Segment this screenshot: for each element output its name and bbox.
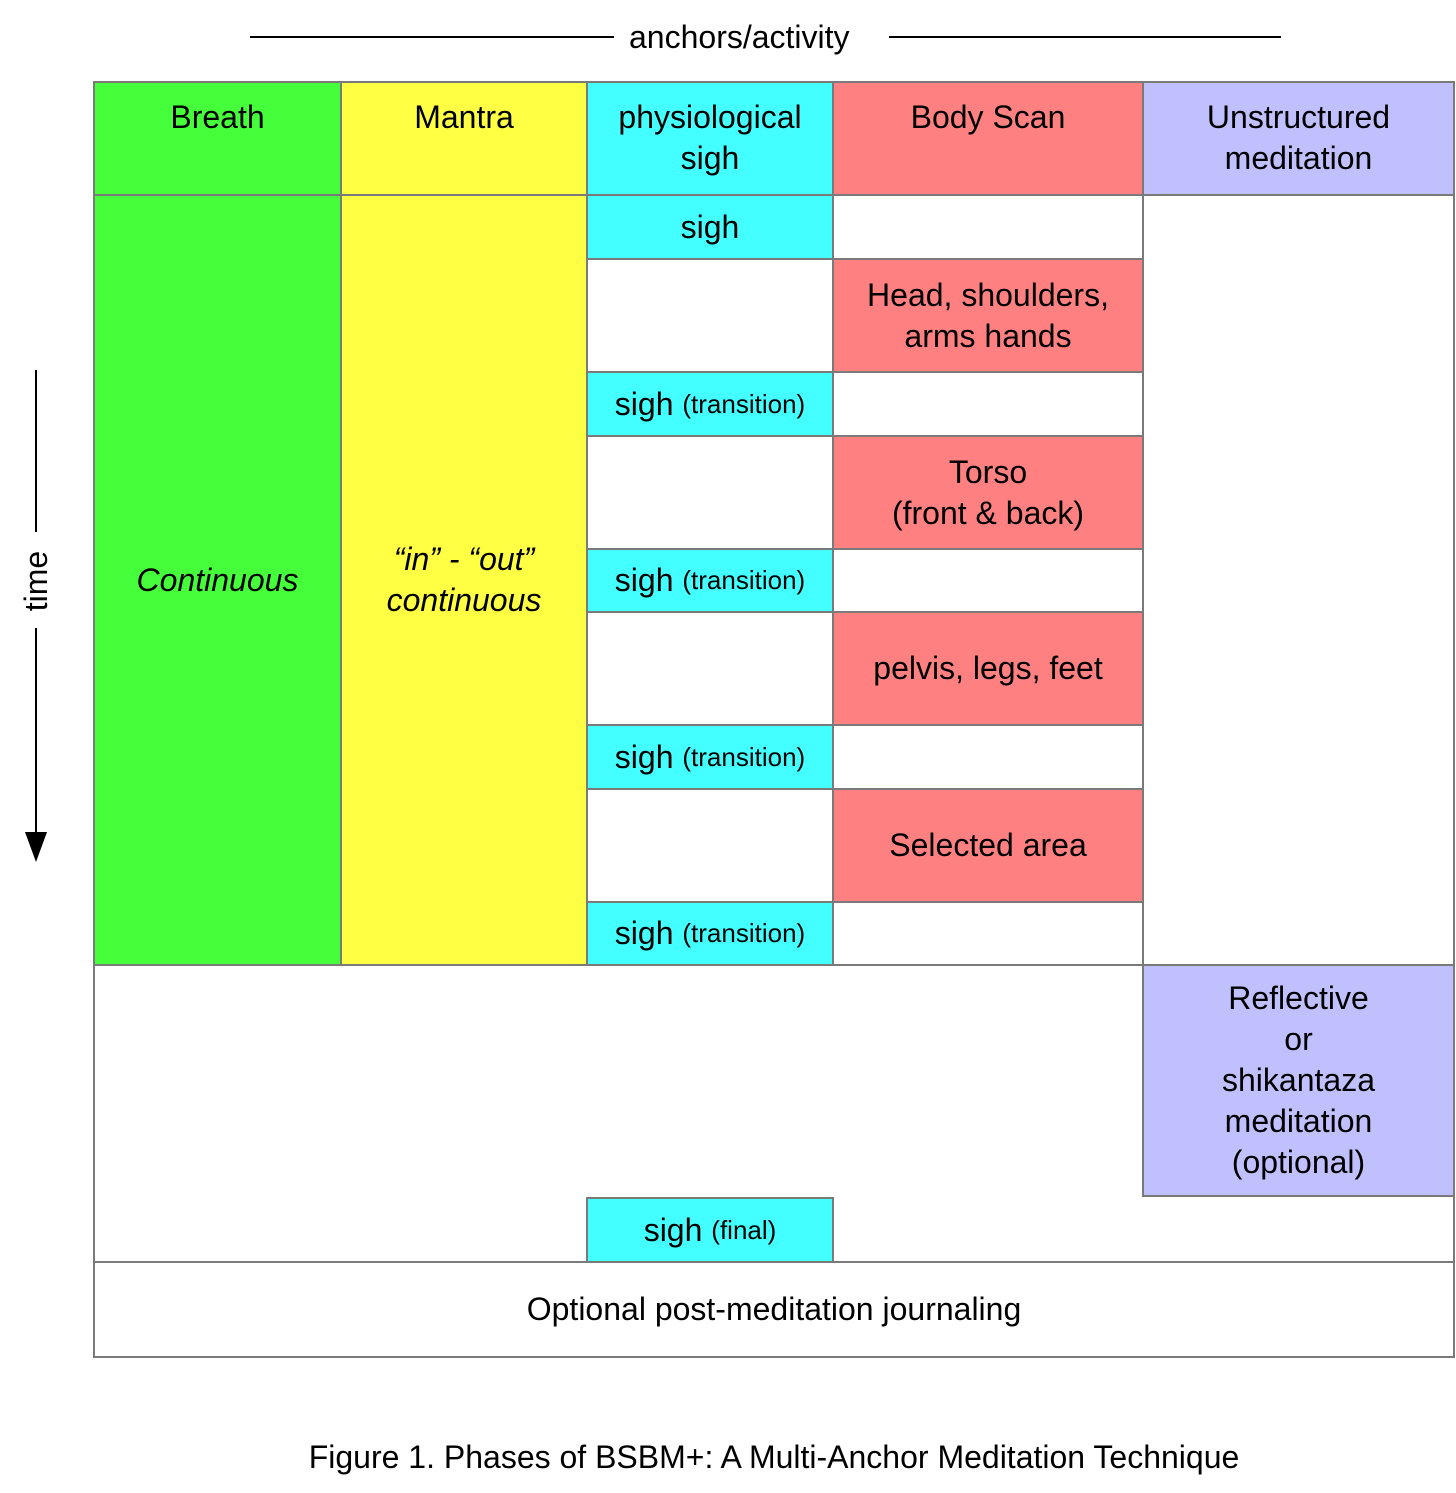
breath-continuous: Continuous <box>93 194 342 966</box>
reflective-line-1: Reflective <box>1228 980 1369 1016</box>
anchors-axis-label: anchors/activity <box>629 19 850 55</box>
sigh-final-word: sigh <box>643 1212 703 1248</box>
anchors-axis-line-left <box>250 36 614 38</box>
time-axis-line-top <box>35 370 37 532</box>
body-scan-selected-label: Selected area <box>889 827 1087 863</box>
header-body-scan-label: Body Scan <box>910 99 1066 135</box>
sigh-final-tag: (final) <box>711 1215 777 1245</box>
sigh-gap-2 <box>586 435 834 550</box>
reflective-meditation: Reflective or shikantaza meditation (opt… <box>1142 964 1455 1197</box>
journaling-label: Optional post-meditation journaling <box>526 1291 1022 1327</box>
sigh-initial: sigh <box>586 194 834 260</box>
body-scan-gap-2 <box>832 371 1144 437</box>
sigh-gap-3 <box>586 611 834 726</box>
header-sigh-line-2: sigh <box>680 140 740 176</box>
header-breath-label: Breath <box>170 99 265 135</box>
sigh-transition-2-tag: (transition) <box>682 565 806 595</box>
sigh-transition-3: sigh (transition) <box>586 724 834 790</box>
sigh-transition-1-word: sigh <box>614 385 674 422</box>
journaling-row: Optional post-meditation journaling <box>93 1261 1455 1358</box>
body-scan-torso: Torso (front & back) <box>832 435 1144 550</box>
anchors-axis-line-right <box>889 36 1281 38</box>
reflective-line-3: shikantaza <box>1222 1062 1375 1098</box>
breath-continuous-label: Continuous <box>136 561 299 598</box>
header-mantra-label: Mantra <box>414 99 514 135</box>
reflective-line-2: or <box>1284 1021 1313 1057</box>
sigh-transition-3-word: sigh <box>614 738 674 775</box>
sigh-transition-2-word: sigh <box>614 562 674 598</box>
body-scan-torso-line-1: Torso <box>948 453 1028 490</box>
sigh-initial-label: sigh <box>680 208 740 245</box>
time-axis-arrowhead <box>25 832 47 862</box>
body-scan-head: Head, shoulders, arms hands <box>832 258 1144 373</box>
body-scan-gap-4 <box>832 724 1144 790</box>
body-scan-pelvis: pelvis, legs, feet <box>832 611 1144 726</box>
header-unstructured-line-1: Unstructured <box>1206 99 1391 135</box>
time-axis-line-bottom <box>35 628 37 834</box>
sigh-transition-2: sigh (transition) <box>586 548 834 613</box>
header-body-scan: Body Scan <box>832 81 1144 196</box>
body-scan-head-line-1: Head, shoulders, <box>867 276 1109 313</box>
sigh-transition-4-tag: (transition) <box>682 918 806 948</box>
mantra-continuous: “in” - “out” continuous <box>340 194 588 966</box>
sigh-final: sigh (final) <box>586 1197 834 1264</box>
body-scan-gap-5 <box>832 901 1144 966</box>
time-axis-label: time <box>18 550 54 612</box>
body-scan-torso-line-2: (front & back) <box>891 494 1085 531</box>
mantra-line-2: continuous <box>386 582 542 618</box>
sigh-gap-4 <box>586 788 834 903</box>
body-scan-selected-area: Selected area <box>832 788 1144 903</box>
sigh-transition-1-tag: (transition) <box>682 388 806 419</box>
header-unstructured-meditation: Unstructured meditation <box>1142 81 1455 196</box>
sigh-transition-4-word: sigh <box>614 915 674 951</box>
header-unstructured-line-2: meditation <box>1224 140 1373 176</box>
sigh-transition-4: sigh (transition) <box>586 901 834 966</box>
header-mantra: Mantra <box>340 81 588 196</box>
figure-caption: Figure 1. Phases of BSBM+: A Multi-Ancho… <box>308 1439 1240 1475</box>
reflective-line-4: meditation <box>1224 1103 1373 1139</box>
body-scan-gap-1 <box>832 194 1144 260</box>
sigh-gap-1 <box>586 258 834 373</box>
header-physiological-sigh: physiological sigh <box>586 81 834 196</box>
sigh-transition-3-tag: (transition) <box>682 741 806 772</box>
header-breath: Breath <box>93 81 342 196</box>
unstructured-empty-area <box>1142 194 1455 966</box>
mantra-line-1: “in” - “out” <box>393 541 535 577</box>
reflective-line-5: (optional) <box>1231 1144 1366 1180</box>
header-sigh-line-1: physiological <box>618 99 802 135</box>
sigh-transition-1: sigh (transition) <box>586 371 834 437</box>
body-scan-gap-3 <box>832 548 1144 613</box>
body-scan-pelvis-label: pelvis, legs, feet <box>873 650 1103 686</box>
body-scan-head-line-2: arms hands <box>904 317 1072 354</box>
